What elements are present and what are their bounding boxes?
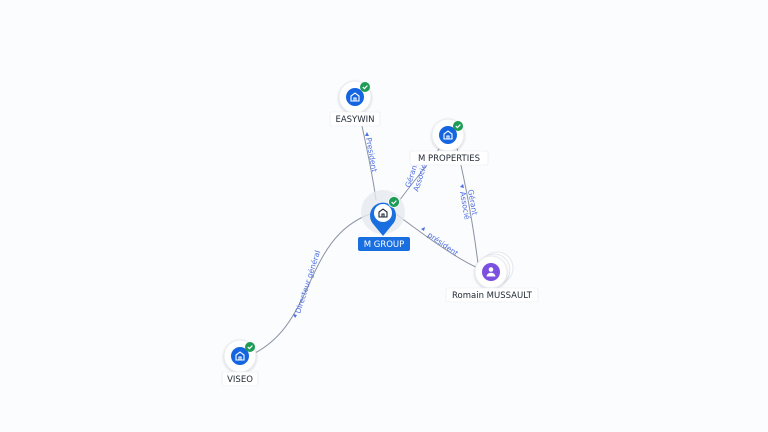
person-icon <box>486 267 496 277</box>
node-romain[interactable]: Romain MUSSAULT <box>445 251 539 303</box>
arrow-icon <box>293 314 297 318</box>
building-icon <box>378 208 388 218</box>
verified-check-icon <box>388 196 400 208</box>
verified-check-icon <box>453 121 463 131</box>
verified-check-icon <box>360 82 370 92</box>
node-label-viseo: VISEO <box>227 375 253 385</box>
node-mproperties[interactable]: M PROPERTIES <box>409 118 489 166</box>
arrow-icon <box>421 227 425 231</box>
node-label-romain: Romain MUSSAULT <box>452 291 533 301</box>
node-label-easywin: EASYWIN <box>335 115 374 125</box>
node-viseo[interactable]: VISEO <box>221 339 259 387</box>
node-label-mproperties: M PROPERTIES <box>418 154 480 164</box>
edge-label-directeur-general: Directeur général <box>293 249 322 314</box>
edge-mgroup-viseo[interactable] <box>243 213 371 359</box>
node-label-mgroup: M GROUP <box>364 240 405 250</box>
building-icon <box>235 351 245 361</box>
building-icon <box>350 92 360 102</box>
node-easywin[interactable]: EASYWIN <box>329 80 381 127</box>
edge-label-president-romain: président <box>426 230 460 258</box>
arrow-icon <box>460 184 464 188</box>
verified-check-icon <box>245 342 255 352</box>
edge-label-president: President <box>364 137 379 173</box>
building-icon <box>443 130 453 140</box>
arrow-icon <box>365 132 369 136</box>
edge-label-gerant-romain: Gérant <box>466 189 479 216</box>
node-mgroup[interactable]: M GROUP <box>358 190 410 251</box>
